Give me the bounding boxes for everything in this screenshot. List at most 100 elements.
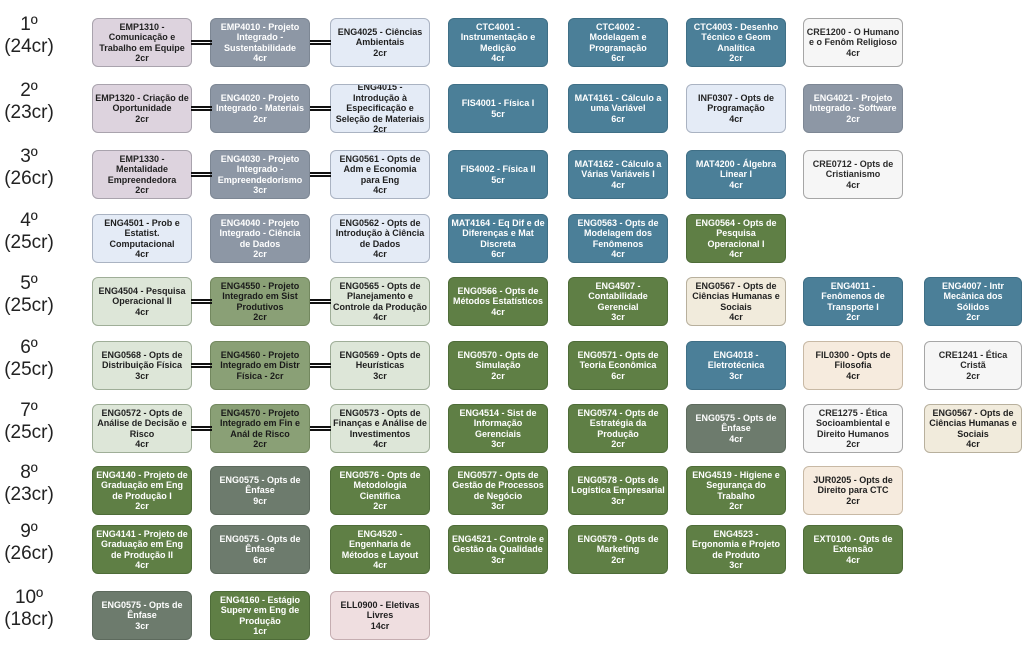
course-credits: 3cr bbox=[729, 370, 743, 381]
connector-line bbox=[191, 172, 212, 177]
course-title: ENG4507 - Contabilidade Gerencial bbox=[588, 280, 648, 312]
course-credits: 2cr bbox=[846, 311, 860, 322]
course-credits: 2cr bbox=[373, 500, 387, 511]
course-credits: 2cr bbox=[253, 438, 267, 449]
course-box: ENG0561 - Opts de Adm e Economia para En… bbox=[330, 150, 430, 199]
course-box: ENG4030 - Projeto Integrado - Empreended… bbox=[210, 150, 310, 199]
course-credits: 2cr bbox=[135, 113, 149, 124]
course-credits: 4cr bbox=[253, 52, 267, 63]
course-credits: 4cr bbox=[135, 438, 149, 449]
course-credits: 2cr bbox=[135, 184, 149, 195]
course-credits: 2cr bbox=[611, 554, 625, 565]
course-credits: 4cr bbox=[373, 311, 387, 322]
course-credits: 4cr bbox=[135, 248, 149, 259]
course-title: FIL0300 - Opts de Filosofia bbox=[815, 349, 891, 371]
semester-credits: (25cr) bbox=[4, 422, 54, 443]
connector-line bbox=[191, 426, 212, 431]
semester-number: 8º bbox=[20, 462, 38, 483]
course-credits: 2cr bbox=[846, 113, 860, 124]
course-title: ENG0571 - Opts de Teoria Econômica bbox=[577, 349, 659, 371]
course-title: ENG0575 - Opts de Ênfase bbox=[219, 533, 301, 555]
course-title: ENG0575 - Opts de Ênfase bbox=[101, 599, 183, 621]
semester-number: 5º bbox=[20, 273, 38, 294]
course-credits: 4cr bbox=[373, 559, 387, 570]
course-credits: 6cr bbox=[253, 554, 267, 565]
semester-number: 4º bbox=[20, 210, 38, 231]
course-box: ENG0562 - Opts de Introdução à Ciência d… bbox=[330, 214, 430, 263]
course-credits: 2cr bbox=[611, 438, 625, 449]
course-box: ENG4141 - Projeto de Graduação em Eng de… bbox=[92, 525, 192, 574]
course-box: ENG0577 - Opts de Gestão de Processos de… bbox=[448, 466, 548, 515]
connector-line bbox=[191, 106, 212, 111]
course-title: ENG4523 - Ergonomia e Projeto de Produto bbox=[691, 528, 780, 560]
semester-label: 2º(23cr) bbox=[0, 80, 58, 124]
course-title: EMP4010 - Projeto Integrado - Sustentabi… bbox=[220, 21, 300, 53]
semester-number: 1º bbox=[20, 14, 38, 35]
course-credits: 4cr bbox=[491, 52, 505, 63]
course-title: ENG4504 - Pesquisa Operacional II bbox=[98, 285, 186, 307]
course-credits: 2cr bbox=[491, 370, 505, 381]
course-title: ENG0561 - Opts de Adm e Economia para En… bbox=[339, 153, 421, 185]
course-credits: 2cr bbox=[135, 500, 149, 511]
course-credits: 3cr bbox=[491, 438, 505, 449]
course-box: EMP4010 - Projeto Integrado - Sustentabi… bbox=[210, 18, 310, 67]
course-title: JUR0205 - Opts de Direito para CTC bbox=[813, 474, 893, 496]
connector-line bbox=[310, 426, 331, 431]
course-box: ENG4550 - Projeto Integrado em Sist Prod… bbox=[210, 277, 310, 326]
course-title: ENG4141 - Projeto de Graduação em Eng de… bbox=[96, 528, 188, 560]
course-credits: 2cr bbox=[253, 248, 267, 259]
course-credits: 5cr bbox=[491, 174, 505, 185]
course-title: ENG0570 - Opts de Simulação bbox=[457, 349, 539, 371]
course-title: ENG0575 - Opts de Ênfase bbox=[219, 474, 301, 496]
course-credits: 4cr bbox=[611, 179, 625, 190]
semester-number: 10º bbox=[14, 587, 44, 608]
course-credits: 1cr bbox=[253, 625, 267, 636]
course-credits: 4cr bbox=[373, 438, 387, 449]
course-title: ENG0577 - Opts de Gestão de Processos de… bbox=[452, 469, 544, 501]
course-credits: 4cr bbox=[729, 113, 743, 124]
course-credits: 2cr bbox=[373, 47, 387, 58]
semester-number: 7º bbox=[20, 400, 38, 421]
course-title: ENG0578 - Opts de Logística Empresarial bbox=[571, 474, 665, 496]
course-title: ENG4520 - Engenharia de Métodos e Layout bbox=[341, 528, 419, 560]
course-credits: 2cr bbox=[253, 113, 267, 124]
semester-label: 9º(26cr) bbox=[0, 521, 58, 565]
course-box: ENG0567 - Opts de Ciências Humanas e Soc… bbox=[924, 404, 1022, 453]
course-title: ENG4501 - Prob e Estatist. Computacional bbox=[104, 217, 180, 249]
semester-label: 6º(25cr) bbox=[0, 337, 58, 381]
course-title: ELL0900 - Eletivas Livres bbox=[340, 599, 420, 621]
course-title: ENG4018 - Eletrotécnica bbox=[707, 349, 765, 371]
course-title: ENG4020 - Projeto Integrado - Materiais bbox=[215, 92, 305, 114]
semester-credits: (25cr) bbox=[4, 232, 54, 253]
course-title: ENG4030 - Projeto Integrado - Empreended… bbox=[217, 153, 303, 185]
course-box: ENG0564 - Opts de Pesquisa Operacional I… bbox=[686, 214, 786, 263]
course-credits: 3cr bbox=[491, 554, 505, 565]
course-box: ENG4570 - Projeto Integrado em Fin e Aná… bbox=[210, 404, 310, 453]
course-title: ENG4007 - Intr Mecânica dos Sólidos bbox=[941, 280, 1005, 312]
course-box: MAT4164 - Eq Dif e de Diferenças e Mat D… bbox=[448, 214, 548, 263]
semester-label: 5º(25cr) bbox=[0, 273, 58, 317]
course-credits: 2cr bbox=[729, 52, 743, 63]
course-credits: 4cr bbox=[611, 248, 625, 259]
semester-credits: (25cr) bbox=[4, 295, 54, 316]
course-title: ENG0576 - Opts de Metodologia Científica bbox=[339, 469, 421, 501]
course-box: ENG4015 - Introdução à Especificação e S… bbox=[330, 84, 430, 133]
course-credits: 4cr bbox=[135, 306, 149, 317]
course-credits: 2cr bbox=[846, 438, 860, 449]
course-box: EMP1310 - Comunicação e Trabalho em Equi… bbox=[92, 18, 192, 67]
